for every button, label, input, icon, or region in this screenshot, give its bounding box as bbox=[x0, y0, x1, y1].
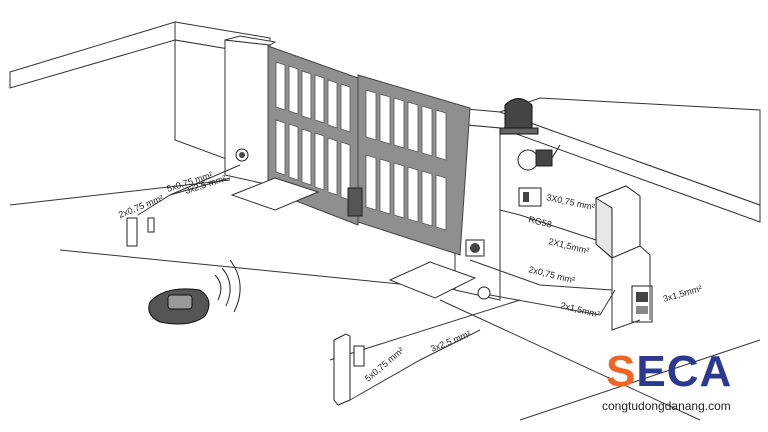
label-control-cable: 2x1,5mm² bbox=[560, 300, 601, 319]
ground-stops bbox=[230, 177, 477, 299]
label-photocell-right-cable: 2X1,5mm² bbox=[548, 236, 591, 256]
wiring bbox=[137, 164, 651, 401]
antenna-icon bbox=[517, 144, 561, 171]
website-url: congtudongdanang.com bbox=[602, 399, 731, 413]
gate-leaf-left bbox=[267, 45, 359, 226]
label-front-motor-cable: 3x2,5 mm² bbox=[429, 329, 472, 354]
photocell-right-icon bbox=[465, 239, 485, 257]
label-front-post-cable: 5x0,75 mm² bbox=[363, 345, 406, 383]
label-power-supply-cable: 3x1,5mm² bbox=[662, 283, 703, 304]
flashing-lamp-icon bbox=[499, 98, 539, 135]
seca-logo: SECA bbox=[606, 350, 732, 394]
photocell-ground-icon bbox=[477, 286, 491, 300]
label-lamp-cable: 3X0,75 mm² bbox=[546, 192, 596, 212]
gate-leaf-right bbox=[347, 74, 471, 256]
remote-control-icon bbox=[148, 259, 241, 325]
label-antenna-cable: RG58 bbox=[528, 214, 553, 229]
control-box-icon bbox=[595, 185, 641, 260]
key-selector-icon bbox=[631, 285, 653, 323]
photocell-left-icon bbox=[235, 148, 249, 162]
label-left-post-cable: 2x0,75 mm² bbox=[117, 193, 165, 220]
logo-letter-s: S bbox=[606, 347, 637, 396]
left-post-icon bbox=[126, 217, 155, 247]
relay-box-icon bbox=[518, 187, 542, 207]
logo-letters-eca: ECA bbox=[636, 347, 733, 396]
label-motor-right-cable: 2x0,75 mm² bbox=[528, 264, 577, 285]
